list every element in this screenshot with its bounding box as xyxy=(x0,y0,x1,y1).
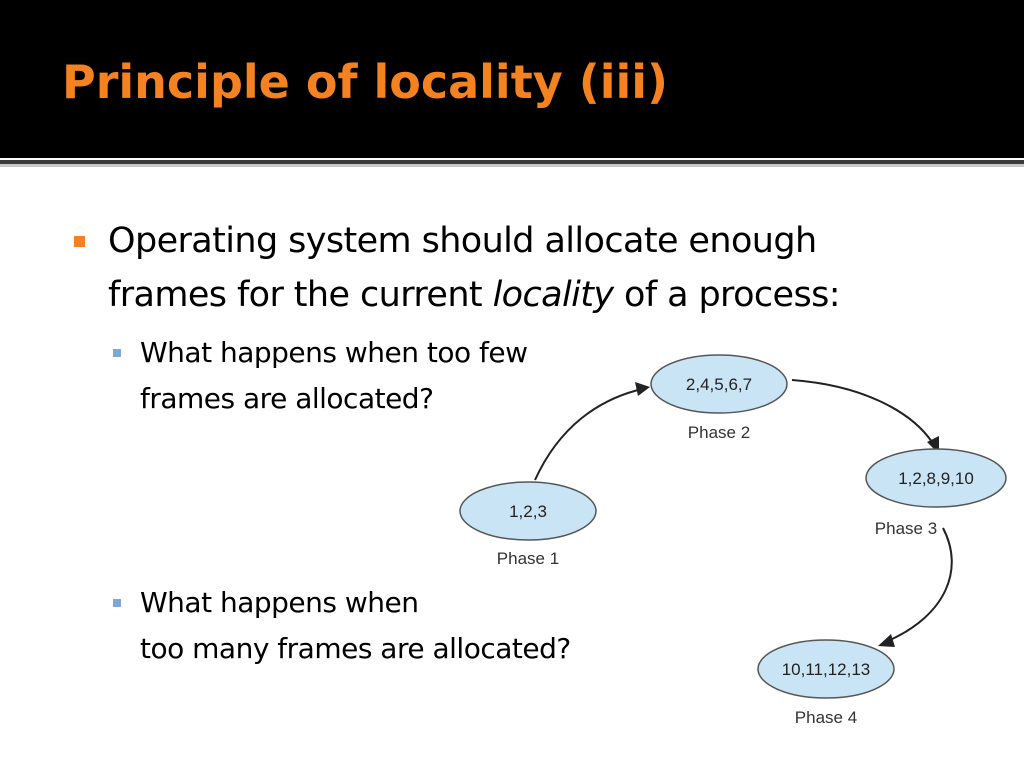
main-bullet-line-1: Operating system should allocate enough xyxy=(108,221,817,261)
phase-4-label: Phase 4 xyxy=(795,708,857,727)
phase-3-ellipse xyxy=(865,448,1007,508)
square-bullet-icon xyxy=(113,349,121,357)
square-bullet-icon xyxy=(74,236,85,247)
locality-emphasis: locality xyxy=(492,275,615,315)
arrow-phase2-to-phase3 xyxy=(791,379,933,443)
sub-bullet-too-few-line-2: frames are allocated? xyxy=(140,382,434,415)
square-bullet-icon xyxy=(113,599,121,607)
phase-3-pages: 1,2,8,9,10 xyxy=(898,469,974,488)
phase-2-pages: 2,4,5,6,7 xyxy=(686,375,752,394)
arrow-phase3-to-phase4 xyxy=(889,527,953,641)
main-bullet-line-2: frames for the current locality of a pro… xyxy=(108,268,968,322)
phase-4-ellipse xyxy=(757,639,895,699)
title-bar: Principle of locality (iii) xyxy=(0,0,1024,158)
arrowhead-icon xyxy=(635,382,650,396)
title-divider xyxy=(0,160,1024,164)
arrowhead-icon xyxy=(878,634,895,647)
phase-3-node: 1,2,8,9,10 Phase 3 xyxy=(865,448,1007,538)
slide-title: Principle of locality (iii) xyxy=(62,55,669,109)
phase-4-node: 10,11,12,13 Phase 4 xyxy=(757,639,895,727)
phase-1-ellipse xyxy=(459,481,597,541)
phase-2-node: 2,4,5,6,7 Phase 2 xyxy=(650,354,788,442)
phase-3-label: Phase 3 xyxy=(875,519,937,538)
phase-1-node: 1,2,3 Phase 1 xyxy=(459,481,597,568)
sub-bullet-too-many: What happens when too many frames are al… xyxy=(113,580,700,672)
sub-bullet-too-many-line-2: too many frames are allocated? xyxy=(140,632,571,665)
main-bullet-text-before: frames for the current xyxy=(108,275,493,315)
title-divider-shadow xyxy=(0,164,1024,167)
phase-2-label: Phase 2 xyxy=(688,423,750,442)
sub-bullet-too-few: What happens when too few frames are all… xyxy=(113,330,660,422)
sub-bullet-too-few-line-1: What happens when too few xyxy=(140,336,528,369)
locality-phase-diagram: 1,2,3 Phase 1 2,4,5,6,7 Phase 2 1,2,8,9,… xyxy=(459,354,1007,727)
main-bullet: Operating system should allocate enough … xyxy=(74,214,968,322)
phase-1-pages: 1,2,3 xyxy=(509,502,547,521)
sub-bullet-too-many-line-1: What happens when xyxy=(140,586,419,619)
phase-4-pages: 10,11,12,13 xyxy=(782,660,871,679)
phase-2-ellipse xyxy=(650,354,788,414)
phase-1-label: Phase 1 xyxy=(497,549,559,568)
arrow-phase1-to-phase2 xyxy=(534,389,639,481)
main-bullet-text-after: of a process: xyxy=(613,275,841,315)
